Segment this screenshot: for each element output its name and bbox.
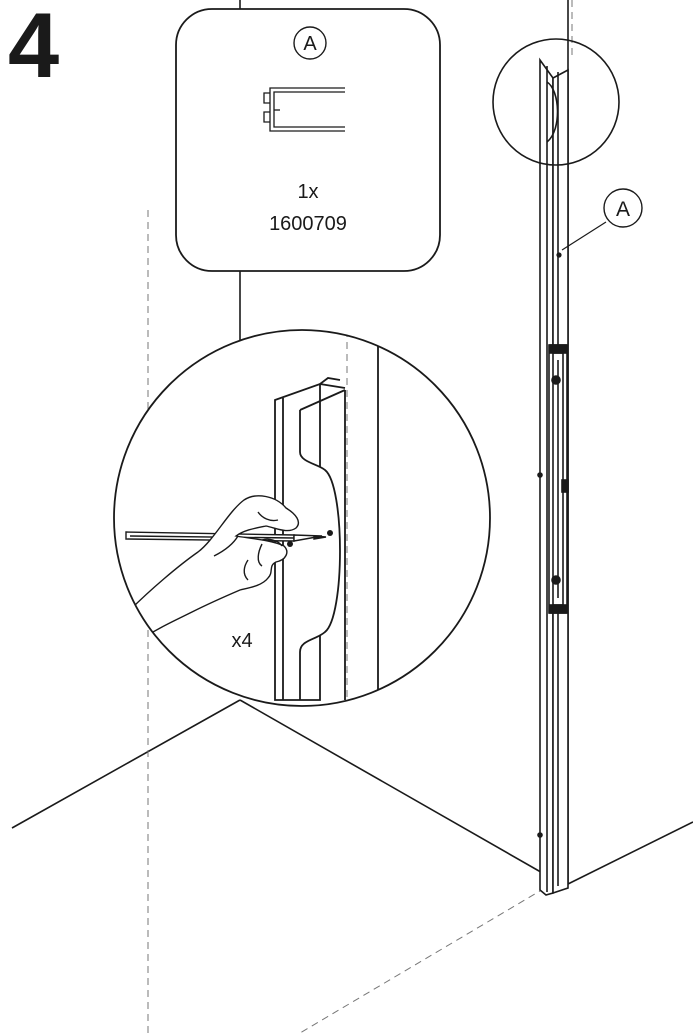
part-label: A [303, 33, 317, 55]
hand-icon [129, 495, 300, 641]
step-number: 4 [8, 0, 59, 97]
main-rail [537, 0, 569, 896]
part-box: A 1x 1600709 [175, 8, 441, 272]
profile-icon [263, 87, 345, 132]
part-number: 1600709 [269, 213, 347, 235]
main-callout: A [561, 188, 643, 251]
repeat-count: x4 [231, 630, 252, 652]
part-label-circle [293, 26, 327, 60]
part-quantity: 1x [297, 181, 318, 203]
top-detail-circle [492, 38, 620, 166]
detail-view: x4 [113, 329, 491, 707]
room-lines [11, 0, 693, 885]
main-callout-label: A [616, 198, 630, 221]
